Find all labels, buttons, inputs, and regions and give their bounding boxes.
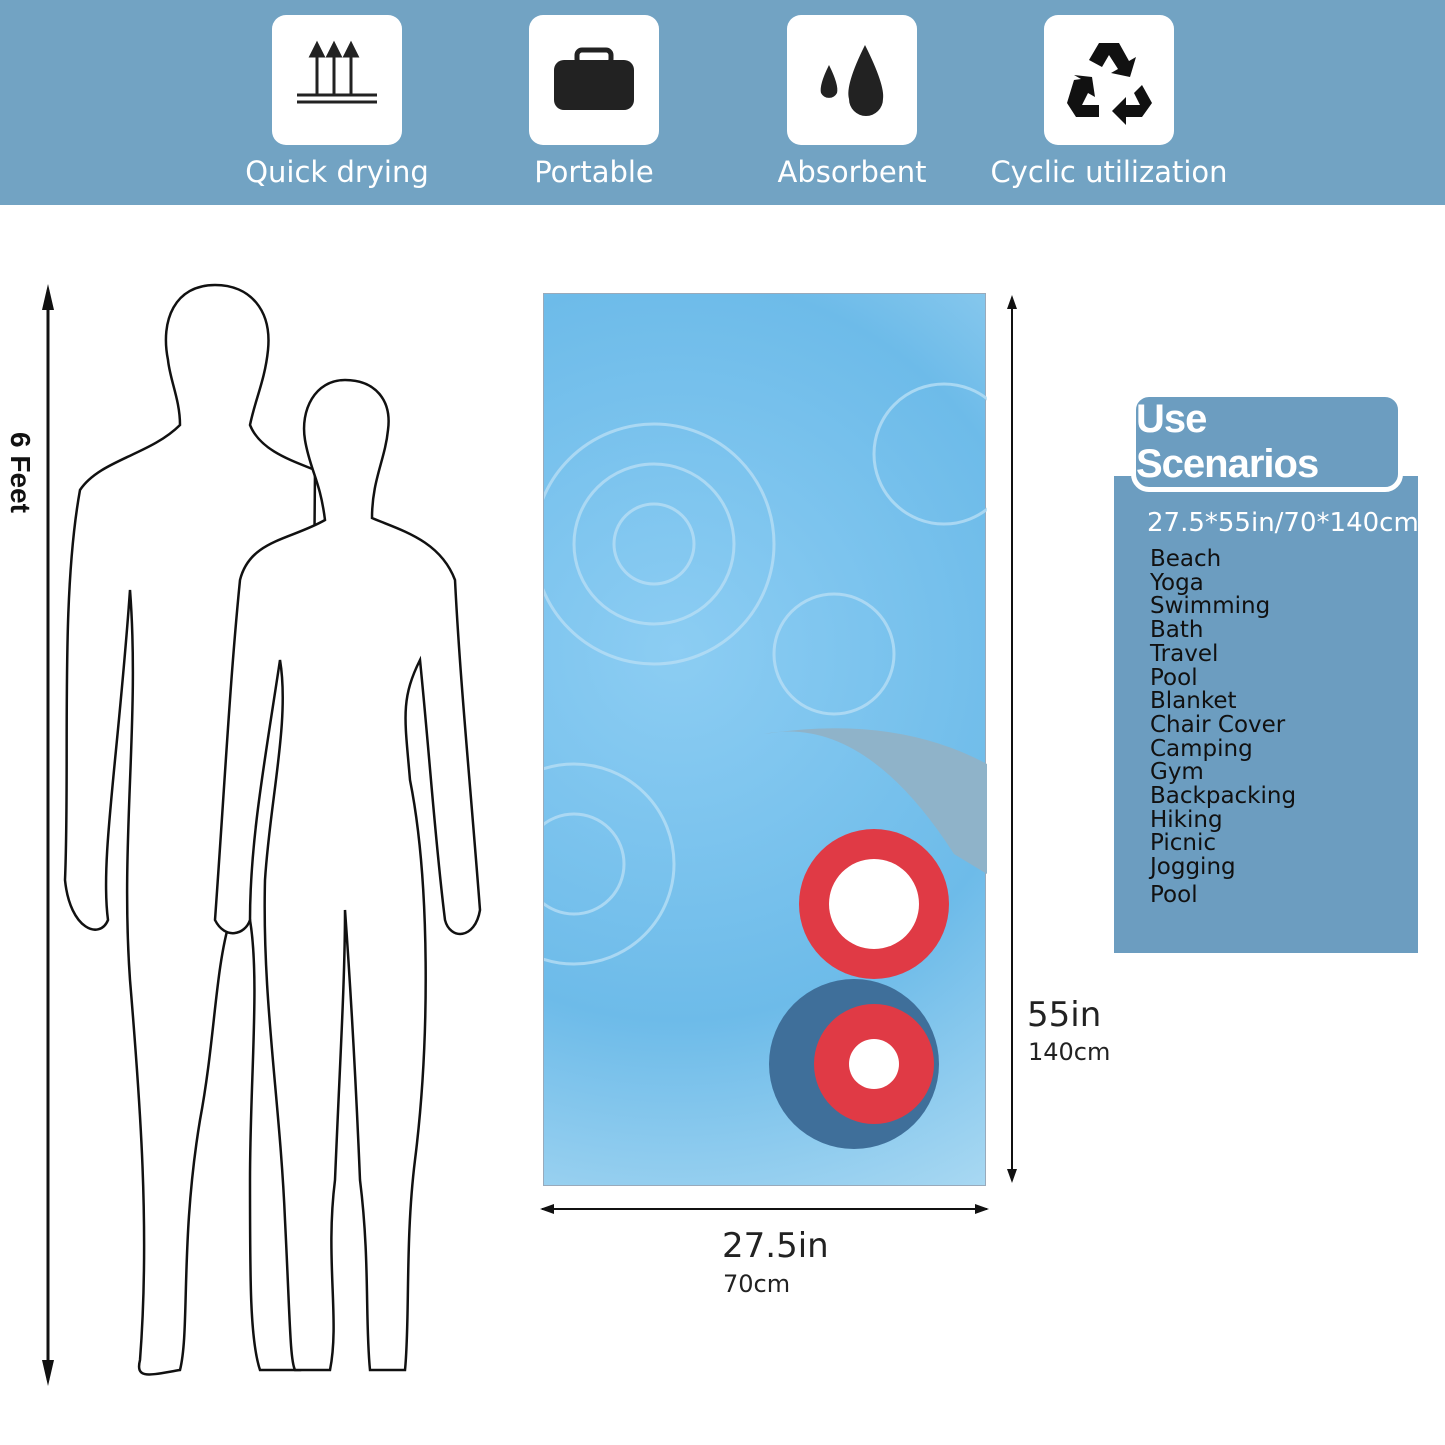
list-item: Blanket <box>1150 688 1237 715</box>
list-item: Pool <box>1150 881 1198 908</box>
height-label: 6 Feet <box>5 432 36 513</box>
list-item: Hiking <box>1150 806 1223 833</box>
feature-quick-drying: Quick drying <box>217 15 457 189</box>
list-item: Jogging <box>1150 854 1236 881</box>
scenario-list: Beach Yoga Swimming Bath Travel Pool Bla… <box>1150 546 1297 908</box>
feature-label: Quick drying <box>245 155 429 189</box>
towel-width-in: 27.5in <box>722 1226 829 1266</box>
list-item: Picnic <box>1150 830 1217 857</box>
list-item: Yoga <box>1150 569 1204 596</box>
towel-pattern <box>472 382 1016 1149</box>
list-item: Chair Cover <box>1150 711 1286 738</box>
features-banner: Quick drying Portable Absorbent Cyclic u… <box>0 0 1445 205</box>
list-item: Pool <box>1150 664 1198 691</box>
use-scenarios-panel <box>1114 476 1418 953</box>
feature-label: Cyclic utilization <box>990 155 1228 189</box>
feature-cyclic-utilization: Cyclic utilization <box>989 15 1229 189</box>
list-item: Bath <box>1150 617 1204 644</box>
feature-label: Absorbent <box>777 155 927 189</box>
towel-height-cm: 140cm <box>1028 1038 1111 1066</box>
feature-absorbent: Absorbent <box>732 15 972 189</box>
quick-dry-arrows-icon <box>297 40 377 104</box>
height-arrow <box>1007 295 1017 1183</box>
feature-label: Portable <box>534 155 654 189</box>
width-arrow <box>540 1204 989 1214</box>
list-item: Camping <box>1150 735 1253 762</box>
list-item: Beach <box>1150 546 1222 572</box>
flower-decoration <box>764 728 987 1149</box>
towel-image <box>472 293 1016 1186</box>
recycle-icon <box>1067 43 1152 125</box>
list-item: Travel <box>1150 640 1219 667</box>
human-silhouettes <box>42 283 482 1386</box>
size-text: 27.5*55in/70*140cm <box>1147 508 1419 538</box>
list-item: Backpacking <box>1150 783 1297 810</box>
list-item: Swimming <box>1150 593 1271 620</box>
female-silhouette <box>213 378 482 1372</box>
towel-width-cm: 70cm <box>723 1270 791 1298</box>
water-drops-icon <box>820 45 884 116</box>
feature-portable: Portable <box>474 15 714 189</box>
list-item: Gym <box>1150 759 1204 786</box>
towel-height-in: 55in <box>1027 995 1102 1035</box>
use-scenarios-title: Use Scenarios <box>1131 392 1403 492</box>
bag-icon <box>554 47 634 110</box>
